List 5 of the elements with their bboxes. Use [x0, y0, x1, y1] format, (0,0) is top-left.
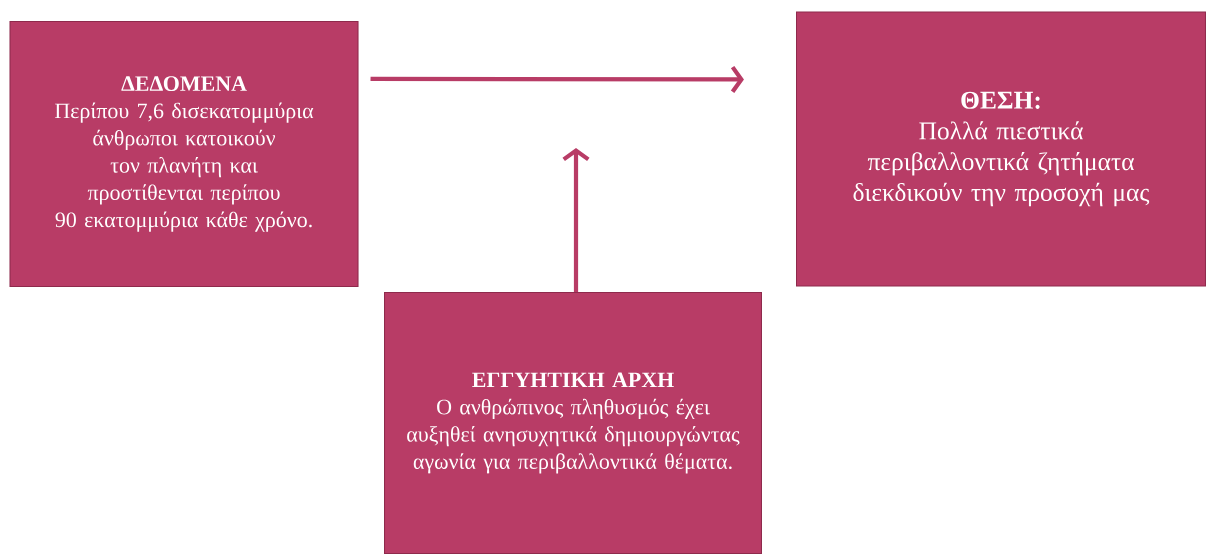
- arrow: [562, 148, 590, 292]
- text-box: ΔΕΔΟΜΕΝΑ Περίπου 7,6 δισεκατομμύρια άνθρωποι κατοικούν τον πλανήτη και προστίθενται περίπου 90 εκατομμύρια κάθε χρόνο.: [9, 20, 359, 287]
- text-box: ΘΕΣΗ: Πολλά πιεστικά περιβαλλοντικά ζητήματα διεκδικούν την προσοχή μας: [795, 11, 1206, 287]
- text-box: ΕΓΓΥΗΤΙΚΗ ΑΡΧΗ Ο ανθρώπινος πληθυσμός έχει αυξηθεί ανησυχητικά δημιουργώντας αγωνία για περιβαλλοντικά θέματα.: [384, 291, 763, 554]
- arrow: [370, 65, 744, 93]
